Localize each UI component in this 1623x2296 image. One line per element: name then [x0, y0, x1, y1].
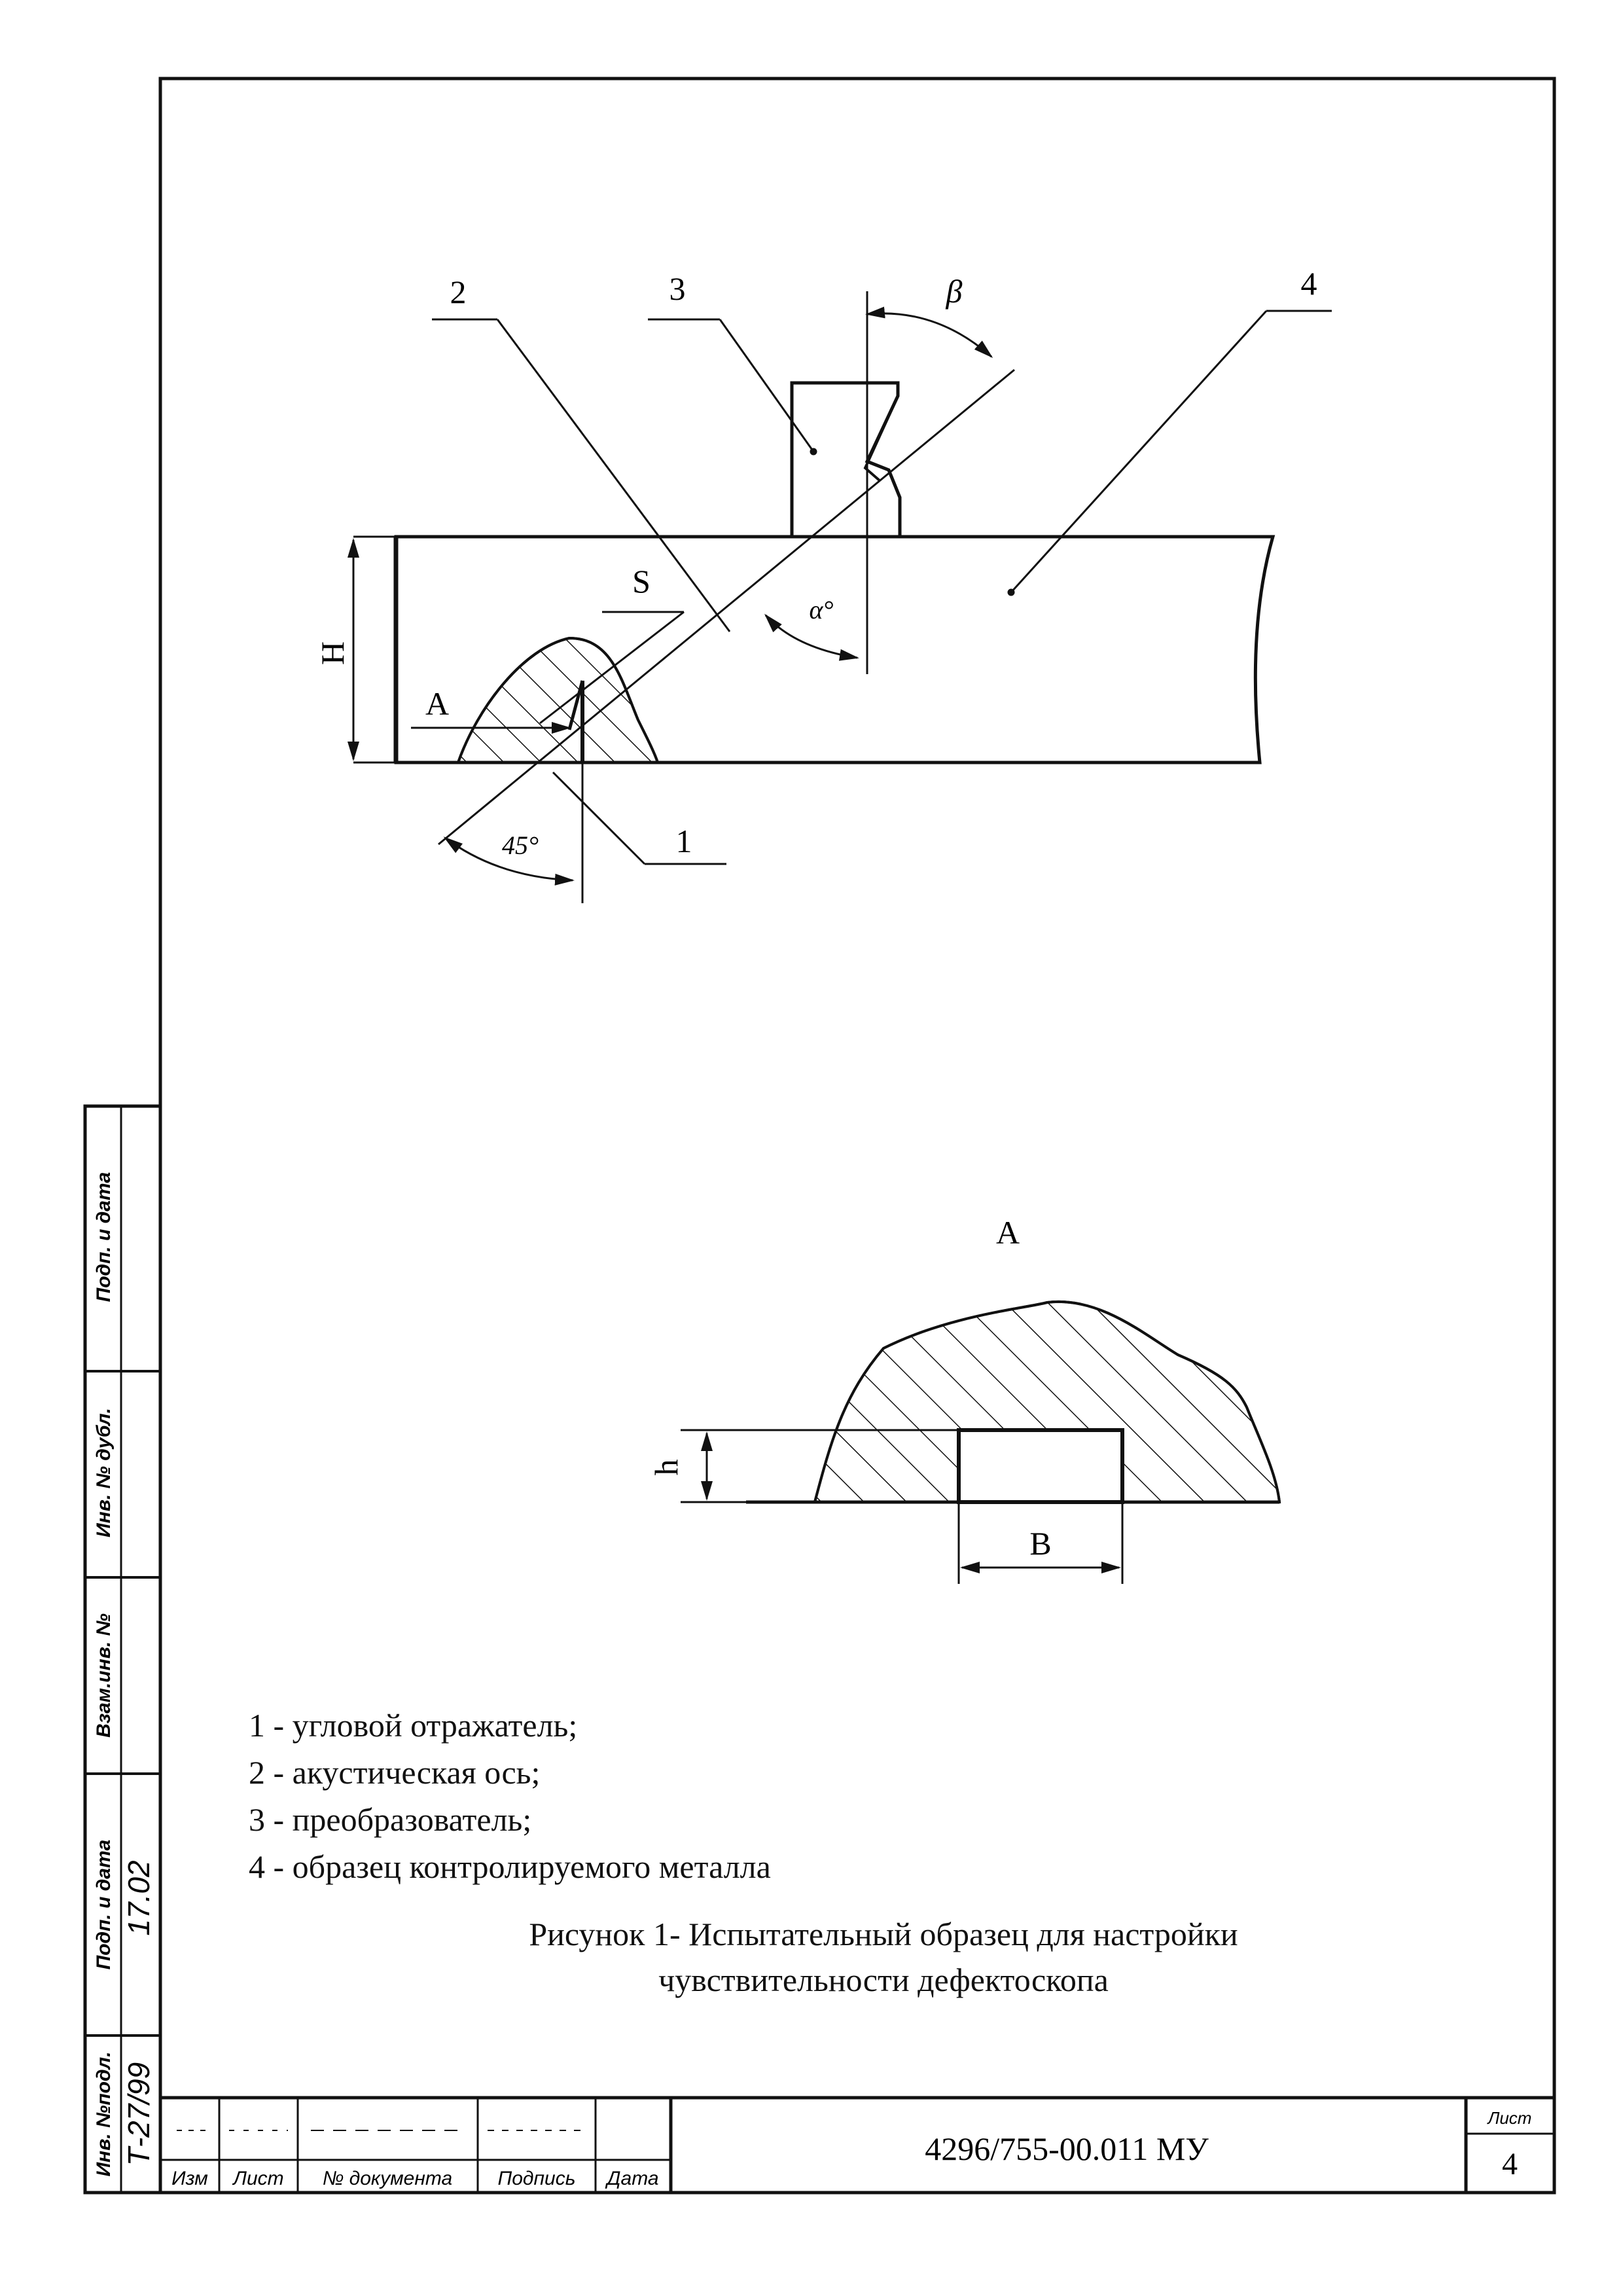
label-alpha: α°	[810, 595, 834, 624]
label-h: h	[648, 1460, 685, 1476]
figure-caption-line-2: чувствительности дефектоскопа	[658, 1962, 1109, 1998]
side-stamp: Подп. и дата Инв. № дубл. Взам.инв. № По…	[83, 1104, 162, 2195]
label-S: S	[632, 563, 651, 600]
label-B: B	[1029, 1525, 1051, 1562]
legend: 1 - угловой отражатель; 2 - акустическая…	[249, 1702, 771, 1890]
detail-notch	[957, 1428, 1124, 1504]
label-callout-4: 4	[1301, 265, 1317, 302]
legend-item: 3 - преобразователь;	[249, 1801, 532, 1838]
document-designation: 4296/755-00.011 МУ	[925, 2130, 1209, 2167]
figure-caption: Рисунок 1- Испытательный образец для нас…	[393, 1911, 1374, 2003]
transducer	[790, 381, 902, 537]
title-col-doc: № документа	[323, 2168, 452, 2189]
label-H: H	[314, 641, 351, 665]
label-callout-2: 2	[450, 274, 467, 310]
legend-item: 2 - акустическая ось;	[249, 1754, 541, 1791]
label-A-arrow: A	[425, 685, 449, 722]
label-callout-1: 1	[676, 823, 692, 859]
title-col-list: Лист	[232, 2168, 283, 2189]
title-col-podpis: Подпись	[498, 2168, 576, 2189]
handwritten-date: 17.02	[122, 1860, 156, 1935]
title-col-izm: Изм	[171, 2168, 208, 2189]
acoustic-axis	[438, 368, 1015, 846]
stamp-podp-data-1: Подп. и дата	[93, 1172, 115, 1302]
reflector-hatched-region	[456, 636, 660, 764]
stamp-inv-dubl: Инв. № дубл.	[93, 1408, 115, 1537]
label-beta: β	[946, 273, 963, 310]
specimen-drawing	[348, 291, 1332, 903]
sheet-number: 4	[1502, 2147, 1518, 2181]
sheet-label: Лист	[1487, 2108, 1532, 2128]
figure-caption-line-1: Рисунок 1- Испытательный образец для нас…	[529, 1916, 1238, 1952]
label-45: 45°	[502, 831, 539, 860]
label-detail-A-title: A	[996, 1214, 1020, 1251]
legend-item: 1 - угловой отражатель;	[249, 1707, 578, 1744]
stamp-podp-data-2: Подп. и дата	[93, 1840, 115, 1970]
title-block: Изм Лист № документа Подпись Дата 4296/7…	[160, 2096, 1554, 2193]
stamp-inv-podl: Инв. №подл.	[93, 2051, 115, 2176]
handwritten-inv: Т-27/99	[122, 2062, 156, 2166]
specimen-block	[394, 535, 1275, 764]
label-callout-3: 3	[669, 270, 686, 307]
legend-item: 4 - образец контролируемого металла	[249, 1848, 771, 1885]
title-col-data: Дата	[605, 2168, 658, 2189]
detail-A-drawing	[681, 1300, 1281, 1584]
stamp-vzam-inv: Взам.инв. №	[93, 1613, 115, 1738]
